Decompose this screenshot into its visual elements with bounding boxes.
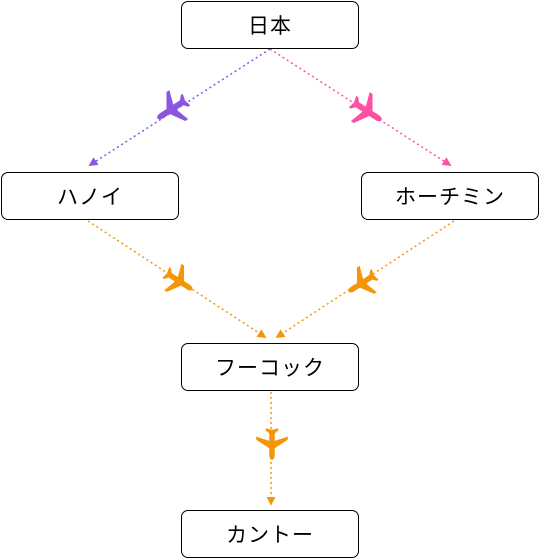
edge-japan-hanoi [88, 48, 271, 166]
edge-japan-hochiminh [269, 48, 452, 166]
airplane-icon [340, 261, 384, 305]
airplane-icon [157, 259, 201, 303]
node-japan: 日本 [181, 1, 359, 49]
node-hochiminh: ホーチミン [361, 172, 539, 220]
node-label: カントー [226, 523, 314, 547]
airplane-icon [148, 85, 196, 133]
node-label: ハノイ [57, 185, 123, 209]
node-label: フーコック [215, 356, 325, 380]
node-phuquoc: フーコック [181, 343, 359, 391]
airplane-icon [343, 87, 391, 135]
airplane-icon [256, 428, 288, 460]
node-hanoi: ハノイ [1, 172, 179, 220]
node-label: 日本 [248, 14, 292, 38]
node-label: ホーチミン [395, 185, 505, 209]
node-cantho: カントー [181, 510, 359, 558]
